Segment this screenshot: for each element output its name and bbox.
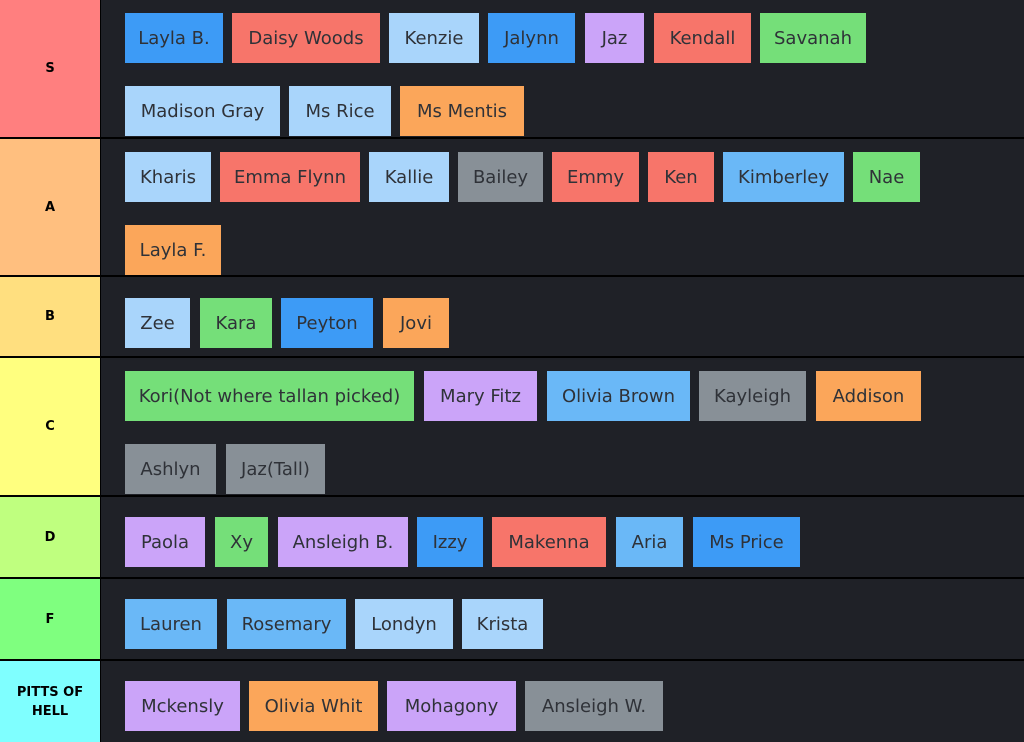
tier-label-d: D [0,497,100,577]
tier-row-pitts-of-hell: PITTS OF HELL Mckensly Olivia Whit Mohag… [0,661,1024,742]
tier-label-s: S [0,0,100,137]
tier-item-makenna[interactable]: Makenna [492,517,606,567]
tier-item-ansleigh-b[interactable]: Ansleigh B. [278,517,408,567]
tier-item-mckensly[interactable]: Mckensly [125,681,240,731]
tier-label-b: B [0,277,100,356]
tier-item-peyton[interactable]: Peyton [281,298,373,348]
tier-label-c: C [0,358,100,495]
tier-items-d: Paola Xy Ansleigh B. Izzy Makenna Aria M… [101,497,1024,577]
tier-item-ms-mentis[interactable]: Ms Mentis [400,86,524,136]
tier-item-emma-flynn[interactable]: Emma Flynn [220,152,360,202]
tier-items-s: Layla B. Daisy Woods Kenzie Jalynn Jaz K… [101,0,1024,137]
tier-row-f: F Lauren Rosemary Londyn Krista [0,579,1024,659]
tier-item-paola[interactable]: Paola [125,517,205,567]
tier-item-ken[interactable]: Ken [648,152,714,202]
tier-item-krista[interactable]: Krista [462,599,543,649]
tier-item-olivia-brown[interactable]: Olivia Brown [547,371,690,421]
tier-item-layla-f[interactable]: Layla F. [125,225,221,275]
tier-item-aria[interactable]: Aria [616,517,683,567]
tier-items-c: Kori(Not where tallan picked) Mary Fitz … [101,358,1024,495]
tier-item-jaz[interactable]: Jaz [585,13,644,63]
tier-items-b: Zee Kara Peyton Jovi [101,277,1024,356]
tier-item-layla-b[interactable]: Layla B. [125,13,223,63]
tier-item-jovi[interactable]: Jovi [383,298,449,348]
tier-item-kara[interactable]: Kara [200,298,272,348]
tier-item-jaz-tall[interactable]: Jaz(Tall) [226,444,325,494]
tier-item-daisy-woods[interactable]: Daisy Woods [232,13,380,63]
tier-item-kimberley[interactable]: Kimberley [723,152,844,202]
tier-item-jalynn[interactable]: Jalynn [488,13,575,63]
tier-item-savanah[interactable]: Savanah [760,13,866,63]
tier-item-kharis[interactable]: Kharis [125,152,211,202]
tier-row-b: B Zee Kara Peyton Jovi [0,277,1024,356]
tier-items-a: Kharis Emma Flynn Kallie Bailey Emmy Ken… [101,139,1024,275]
tier-item-xy[interactable]: Xy [215,517,268,567]
tier-item-lauren[interactable]: Lauren [125,599,217,649]
tier-item-rosemary[interactable]: Rosemary [227,599,346,649]
tier-item-londyn[interactable]: Londyn [355,599,453,649]
tier-items-pitts-of-hell: Mckensly Olivia Whit Mohagony Ansleigh W… [101,661,1024,742]
tier-item-izzy[interactable]: Izzy [417,517,483,567]
tier-item-zee[interactable]: Zee [125,298,190,348]
tier-item-olivia-whit[interactable]: Olivia Whit [249,681,378,731]
tier-item-kendall[interactable]: Kendall [654,13,751,63]
tier-item-kenzie[interactable]: Kenzie [389,13,479,63]
tier-item-nae[interactable]: Nae [853,152,920,202]
tier-item-ansleigh-w[interactable]: Ansleigh W. [525,681,663,731]
tier-item-mary-fitz[interactable]: Mary Fitz [424,371,537,421]
tier-label-f: F [0,579,100,659]
tier-label-pitts-of-hell: PITTS OF HELL [0,661,100,742]
tier-row-c: C Kori(Not where tallan picked) Mary Fit… [0,358,1024,495]
tier-row-s: S Layla B. Daisy Woods Kenzie Jalynn Jaz… [0,0,1024,137]
tier-item-bailey[interactable]: Bailey [458,152,543,202]
tier-item-mohagony[interactable]: Mohagony [387,681,516,731]
tier-item-kallie[interactable]: Kallie [369,152,449,202]
tier-items-f: Lauren Rosemary Londyn Krista [101,579,1024,659]
tier-item-kayleigh[interactable]: Kayleigh [699,371,806,421]
tier-item-ashlyn[interactable]: Ashlyn [125,444,216,494]
tier-item-ms-price[interactable]: Ms Price [693,517,800,567]
tier-item-ms-rice[interactable]: Ms Rice [289,86,391,136]
tier-row-d: D Paola Xy Ansleigh B. Izzy Makenna Aria… [0,497,1024,577]
tier-row-a: A Kharis Emma Flynn Kallie Bailey Emmy K… [0,139,1024,275]
tier-item-emmy[interactable]: Emmy [552,152,639,202]
tier-item-madison-gray[interactable]: Madison Gray [125,86,280,136]
tier-label-a: A [0,139,100,275]
tier-item-kori[interactable]: Kori(Not where tallan picked) [125,371,414,421]
tier-item-addison[interactable]: Addison [816,371,921,421]
